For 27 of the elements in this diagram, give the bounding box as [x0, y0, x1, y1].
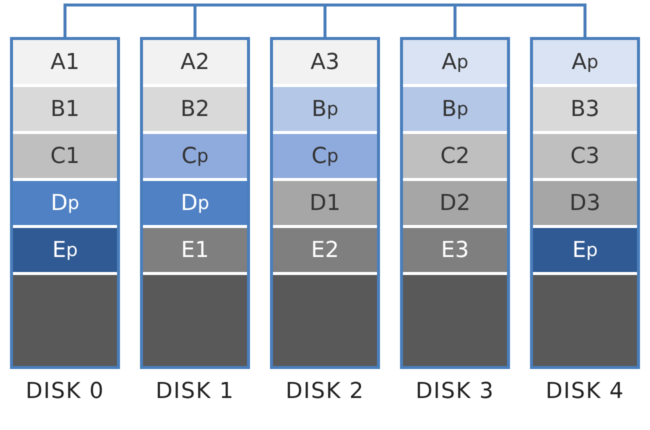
disk-label: DISK 1	[154, 379, 236, 404]
disk-label: DISK 2	[284, 379, 366, 404]
data-block: E1	[143, 228, 247, 272]
empty-block	[143, 275, 247, 366]
data-block: E2	[273, 228, 377, 272]
empty-block	[533, 275, 637, 366]
data-block: A1	[13, 40, 117, 84]
data-block: C3	[533, 134, 637, 178]
data-block: B2	[143, 87, 247, 131]
empty-block	[403, 275, 507, 366]
data-block: A3	[273, 40, 377, 84]
data-block: D1	[273, 181, 377, 225]
connector-line	[454, 4, 586, 37]
data-block: D3	[533, 181, 637, 225]
disk-label: DISK 4	[544, 379, 626, 404]
data-block: D2	[403, 181, 507, 225]
data-block: B3	[533, 87, 637, 131]
empty-block	[273, 275, 377, 366]
disk-label: DISK 0	[24, 379, 106, 404]
data-block: C2	[403, 134, 507, 178]
data-block: E3	[403, 228, 507, 272]
data-block: B1	[13, 87, 117, 131]
data-block: C1	[13, 134, 117, 178]
data-block: A2	[143, 40, 247, 84]
empty-block	[13, 275, 117, 366]
disk-label: DISK 3	[414, 379, 496, 404]
connector-line	[64, 4, 196, 37]
